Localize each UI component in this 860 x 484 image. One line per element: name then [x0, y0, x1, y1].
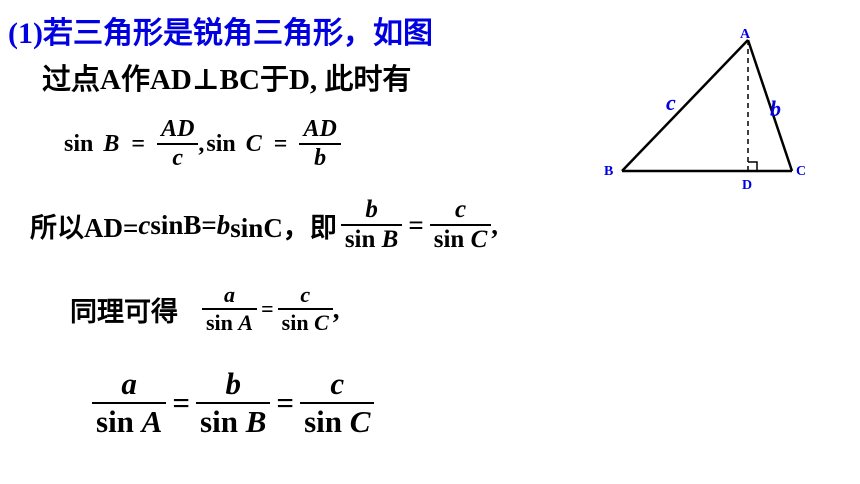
heading-text: 若三角形是锐角三角形，如图	[42, 17, 433, 50]
sin-fn: sin	[96, 404, 134, 439]
fraction-bar	[277, 308, 333, 310]
fraction-numerator: c	[300, 282, 311, 307]
fraction-b-sinB: b sin B	[340, 196, 403, 254]
fraction-numerator: b	[365, 196, 378, 223]
formula-sines: sin B = AD c , sin C = AD b	[64, 116, 341, 172]
fraction-bar	[340, 224, 403, 226]
vertex-label-B: B	[604, 164, 613, 179]
heading: (1)若三角形是锐角三角形，如图	[8, 8, 433, 52]
sin-fn: sin	[344, 226, 376, 253]
fraction-a-sinA: a sin A	[92, 366, 167, 440]
var-c: c	[138, 209, 151, 240]
vertex-label-C: C	[796, 164, 806, 179]
heading-prefix: (1)	[8, 17, 43, 50]
fraction-denominator: sin A	[92, 404, 166, 440]
equals-sign: =	[276, 385, 295, 420]
fraction-bar	[202, 308, 258, 310]
fraction-denominator: sin C	[300, 404, 374, 440]
var-A: A	[141, 404, 163, 439]
side-label-b: b	[770, 96, 781, 121]
fraction-bar	[196, 402, 271, 404]
fraction-denominator: sin B	[341, 226, 403, 254]
fraction-numerator: a	[121, 366, 137, 401]
sin-fn: sin	[281, 310, 309, 335]
equals-sign: =	[408, 209, 424, 240]
right-angle-mark	[748, 161, 758, 171]
var-C: C	[349, 404, 371, 439]
fraction-bar	[299, 143, 341, 145]
fraction-c-sinC: c sin C	[277, 282, 333, 336]
equals-sign: =	[261, 296, 274, 321]
fraction-denominator: b	[314, 145, 327, 171]
fraction-numerator: c	[454, 196, 467, 223]
fraction-denominator: sin C	[278, 310, 333, 336]
fraction-AD-b: AD b	[299, 116, 341, 172]
sin-fn: sin	[206, 130, 236, 157]
sin-fn: sin	[200, 404, 238, 439]
sin-fn: sin	[304, 404, 342, 439]
conclusion-text-2: sinB=	[150, 209, 217, 240]
sin-fn: sin	[433, 226, 465, 253]
fraction-numerator: AD	[303, 116, 337, 142]
fraction-denominator: sin B	[196, 404, 270, 440]
comma: ,	[198, 130, 205, 157]
side-label-c: c	[666, 90, 676, 115]
fraction-AD-c: AD c	[157, 116, 199, 172]
var-C: C	[245, 130, 262, 157]
fraction-bar	[429, 224, 492, 226]
fraction-numerator: c	[330, 366, 345, 401]
conclusion-text-3: sinC，即	[230, 212, 337, 243]
fraction-bar	[157, 143, 199, 145]
triangle-diagram: A B C D c b	[604, 27, 806, 193]
var-B: B	[381, 226, 399, 253]
construction-text: 过点A作AD⊥BC于D, 此时有	[42, 64, 412, 96]
sin-fn: sin	[64, 130, 94, 157]
fraction-bar	[300, 402, 375, 404]
fraction-c-sinC: c sin C	[300, 366, 375, 440]
vertex-label-A: A	[740, 27, 751, 42]
construction-line: 过点A作AD⊥BC于D, 此时有	[42, 56, 411, 98]
var-B: B	[103, 130, 120, 157]
fraction-numerator: b	[225, 366, 241, 401]
law-of-sines: a sin A = b sin B = c sin C	[92, 366, 375, 440]
fraction-denominator: sin A	[202, 310, 257, 336]
similarly-line: 同理可得 a sin A = c sin C ,	[70, 282, 340, 336]
fraction-denominator: c	[172, 145, 184, 171]
sin-fn: sin	[206, 310, 233, 335]
fraction-c-sinC: c sin C	[429, 196, 492, 254]
equals-sign: =	[131, 130, 146, 157]
equals-sign: =	[172, 385, 191, 420]
side-AC	[746, 39, 794, 172]
fraction-denominator: sin C	[430, 226, 492, 254]
equals-sign: =	[273, 130, 288, 157]
foot-label-D: D	[742, 178, 752, 193]
var-C: C	[470, 226, 488, 253]
fraction-a-sinA: a sin A	[202, 282, 258, 336]
var-C: C	[314, 310, 329, 335]
similarly-text: 同理可得	[70, 296, 178, 327]
comma: ,	[332, 293, 340, 324]
fraction-bar	[92, 402, 167, 404]
fraction-numerator: AD	[161, 116, 195, 142]
var-A: A	[238, 310, 254, 335]
var-b: b	[216, 209, 231, 240]
conclusion-text-1: 所以AD=	[30, 212, 139, 243]
fraction-b-sinB: b sin B	[196, 366, 271, 440]
var-B: B	[245, 404, 267, 439]
fraction-numerator: a	[224, 282, 236, 307]
comma: ,	[491, 209, 499, 240]
side-AB	[621, 39, 749, 172]
